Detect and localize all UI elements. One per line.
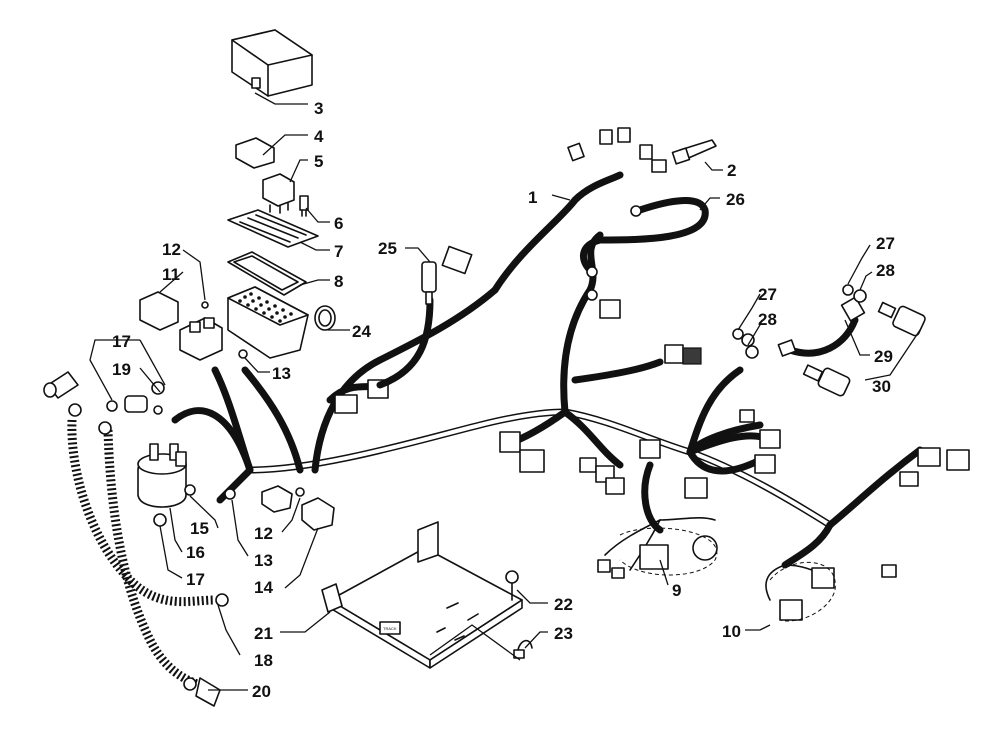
callout-13a: 13 (272, 364, 291, 383)
harness-connectors (334, 127, 970, 578)
part-3-fuse-box-cover (231, 29, 313, 97)
part-16-solenoid (137, 443, 187, 508)
connector-cluster-9 (597, 517, 718, 579)
callout-21: 21 (254, 624, 273, 643)
callout-9: 9 (672, 581, 681, 600)
part-24-clip (314, 305, 336, 331)
callout-16: 16 (186, 543, 205, 562)
part-23-clip (513, 639, 533, 659)
callout-26: 26 (726, 190, 745, 209)
part-15-bolt (184, 484, 196, 496)
callout-28b: 28 (876, 261, 895, 280)
callout-4: 4 (314, 127, 324, 146)
callout-15: 15 (190, 519, 209, 538)
callout-30: 30 (872, 377, 891, 396)
callout-11: 11 (162, 265, 180, 284)
part-7-fuse-label (227, 209, 319, 248)
callout-19: 19 (112, 360, 131, 379)
callout-17a: 17 (112, 332, 131, 351)
part-12-screw (201, 301, 305, 497)
callout-3: 3 (314, 99, 323, 118)
callout-22: 22 (554, 595, 573, 614)
part-fuse-block (227, 286, 309, 359)
part-25-sensor (376, 261, 437, 389)
part-6-fuse (299, 195, 309, 217)
part-11-relay (139, 291, 179, 331)
part-5-relay (262, 173, 295, 214)
callout-2: 2 (727, 161, 736, 180)
callout-labels: 3 4 5 6 7 8 1 2 26 25 24 12 11 13 17 19 … (112, 99, 895, 701)
main-harness (171, 171, 924, 569)
callout-12b: 12 (254, 524, 273, 543)
part-21-mounting-plate (321, 521, 523, 669)
callout-8: 8 (334, 272, 343, 291)
leader-lines (89, 92, 921, 691)
callout-12a: 12 (162, 240, 181, 259)
plate-label: TRACK (383, 626, 397, 631)
part-2-terminal (671, 139, 717, 165)
relay-mount-block (179, 317, 223, 361)
callout-1: 1 (528, 188, 537, 207)
part-14-relay (261, 485, 335, 531)
part-22-screw (505, 570, 519, 601)
callout-27b: 27 (876, 234, 895, 253)
callout-29: 29 (874, 347, 893, 366)
solenoid-boot (43, 371, 79, 399)
callout-27a: 27 (758, 285, 777, 304)
part-30-sensor (802, 364, 851, 397)
callout-6: 6 (334, 214, 343, 233)
part-19-cap (106, 395, 163, 415)
callout-25: 25 (378, 239, 397, 258)
callout-20: 20 (252, 682, 271, 701)
part-13-nut (224, 349, 248, 500)
part-29-sensor (745, 296, 926, 359)
callout-17b: 17 (186, 570, 205, 589)
callout-13b: 13 (254, 551, 273, 570)
part-20-cable (98, 421, 221, 707)
callout-14: 14 (254, 578, 273, 597)
callout-28a: 28 (758, 310, 777, 329)
part-26-ground-wire (580, 197, 709, 301)
callout-5: 5 (314, 152, 323, 171)
part-8-seal (227, 251, 307, 296)
callout-23: 23 (554, 624, 573, 643)
connector-cluster-10 (765, 561, 836, 622)
callout-10: 10 (722, 622, 741, 641)
callout-24: 24 (352, 322, 371, 341)
callout-18: 18 (254, 651, 273, 670)
callout-7: 7 (334, 242, 343, 261)
part-4-relay (235, 137, 275, 169)
